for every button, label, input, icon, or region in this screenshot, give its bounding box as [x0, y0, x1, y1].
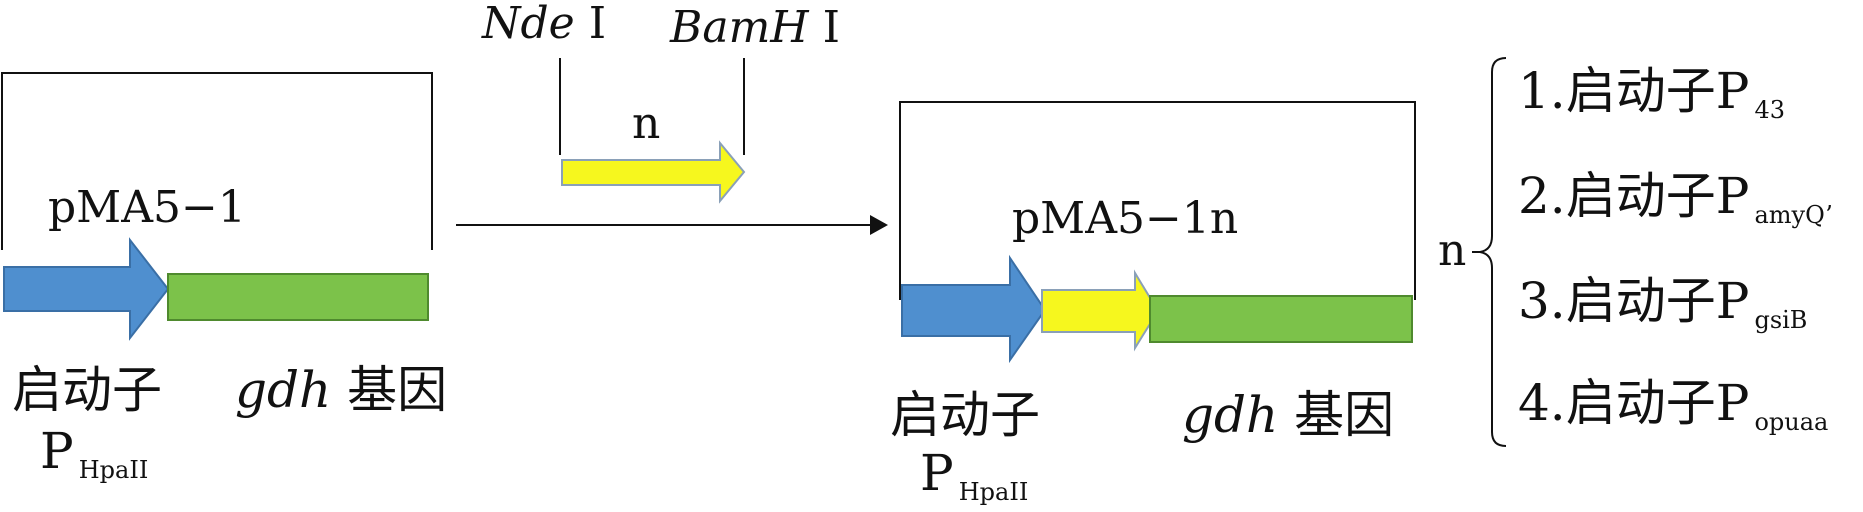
option-item-main: 2.启动子P	[1518, 167, 1749, 225]
right-promoter-name-sub: HpaII	[959, 478, 1029, 506]
insert-fragment: Nde Ⅰ BamH Ⅰ n	[481, 0, 840, 204]
options-n-label: n	[1438, 225, 1466, 276]
right-promoter-label: 启动子	[890, 386, 1040, 444]
option-item-sub: amyQ’	[1754, 201, 1832, 229]
options-brace	[1479, 57, 1507, 447]
option-item: 3.启动子P gsiB	[1518, 272, 1807, 334]
left-gene-box	[167, 273, 429, 321]
option-item: 4.启动子P opuaa	[1518, 374, 1828, 436]
nde-site-rest: Ⅰ	[589, 0, 606, 49]
option-item-main: 3.启动子P	[1518, 272, 1749, 330]
option-item-main: 1.启动子P	[1518, 62, 1749, 120]
left-promoter-name-sub: HpaII	[79, 456, 149, 484]
nde-site-label: Nde Ⅰ	[481, 0, 606, 49]
left-promoter-name-main: P	[40, 422, 74, 480]
option-item-main: 4.启动子P	[1518, 374, 1749, 432]
right-plasmid-backbone	[899, 101, 1416, 300]
bamh-site-italic: BamH	[669, 2, 810, 53]
right-gene-rest: 基因	[1294, 386, 1394, 444]
option-item: 2.启动子P amyQ’	[1518, 167, 1833, 229]
option-item-sub: opuaa	[1754, 408, 1828, 436]
option-item-sub: 43	[1754, 96, 1785, 124]
option-item-sub: gsiB	[1754, 306, 1807, 334]
left-gene-rest: 基因	[347, 361, 447, 419]
bamh-site-label: BamH Ⅰ	[669, 2, 840, 53]
nde-site-italic: Nde	[481, 0, 575, 49]
insert-options: n 1.启动子P 43 2.启动子P amyQ’ 3.启动子P gsiB 4.启…	[1438, 57, 1833, 447]
left-promoter-arrow	[3, 237, 170, 341]
process-arrow	[456, 215, 888, 235]
option-item: 1.启动子P 43	[1518, 62, 1785, 124]
left-promoter-label: 启动子	[12, 361, 162, 419]
insert-arrow	[561, 140, 746, 204]
right-insert-arrow	[1041, 269, 1160, 352]
right-promoter-name-main: P	[920, 444, 954, 502]
left-plasmid-backbone	[1, 72, 433, 250]
left-promoter-name: P HpaII	[40, 422, 148, 484]
left-plasmid: pMA5−1 启动子 P HpaII gdh 基因	[1, 72, 447, 484]
right-promoter-arrow	[901, 254, 1047, 364]
bamh-site-rest: Ⅰ	[823, 2, 840, 53]
process-arrow-head	[870, 215, 888, 235]
right-promoter-name: P HpaII	[920, 444, 1028, 506]
right-gene-box	[1149, 295, 1413, 343]
right-gene-italic: gdh	[1182, 386, 1278, 444]
left-gene-italic: gdh	[235, 361, 331, 419]
left-gene-label: gdh 基因	[235, 361, 447, 419]
right-gene-label: gdh 基因	[1182, 386, 1394, 444]
insert-label: n	[632, 98, 660, 149]
left-plasmid-name: pMA5−1	[48, 182, 246, 233]
right-plasmid: pMA5−1n 启动子 P HpaII gdh 基因	[890, 101, 1416, 506]
right-plasmid-name: pMA5−1n	[1012, 193, 1238, 244]
